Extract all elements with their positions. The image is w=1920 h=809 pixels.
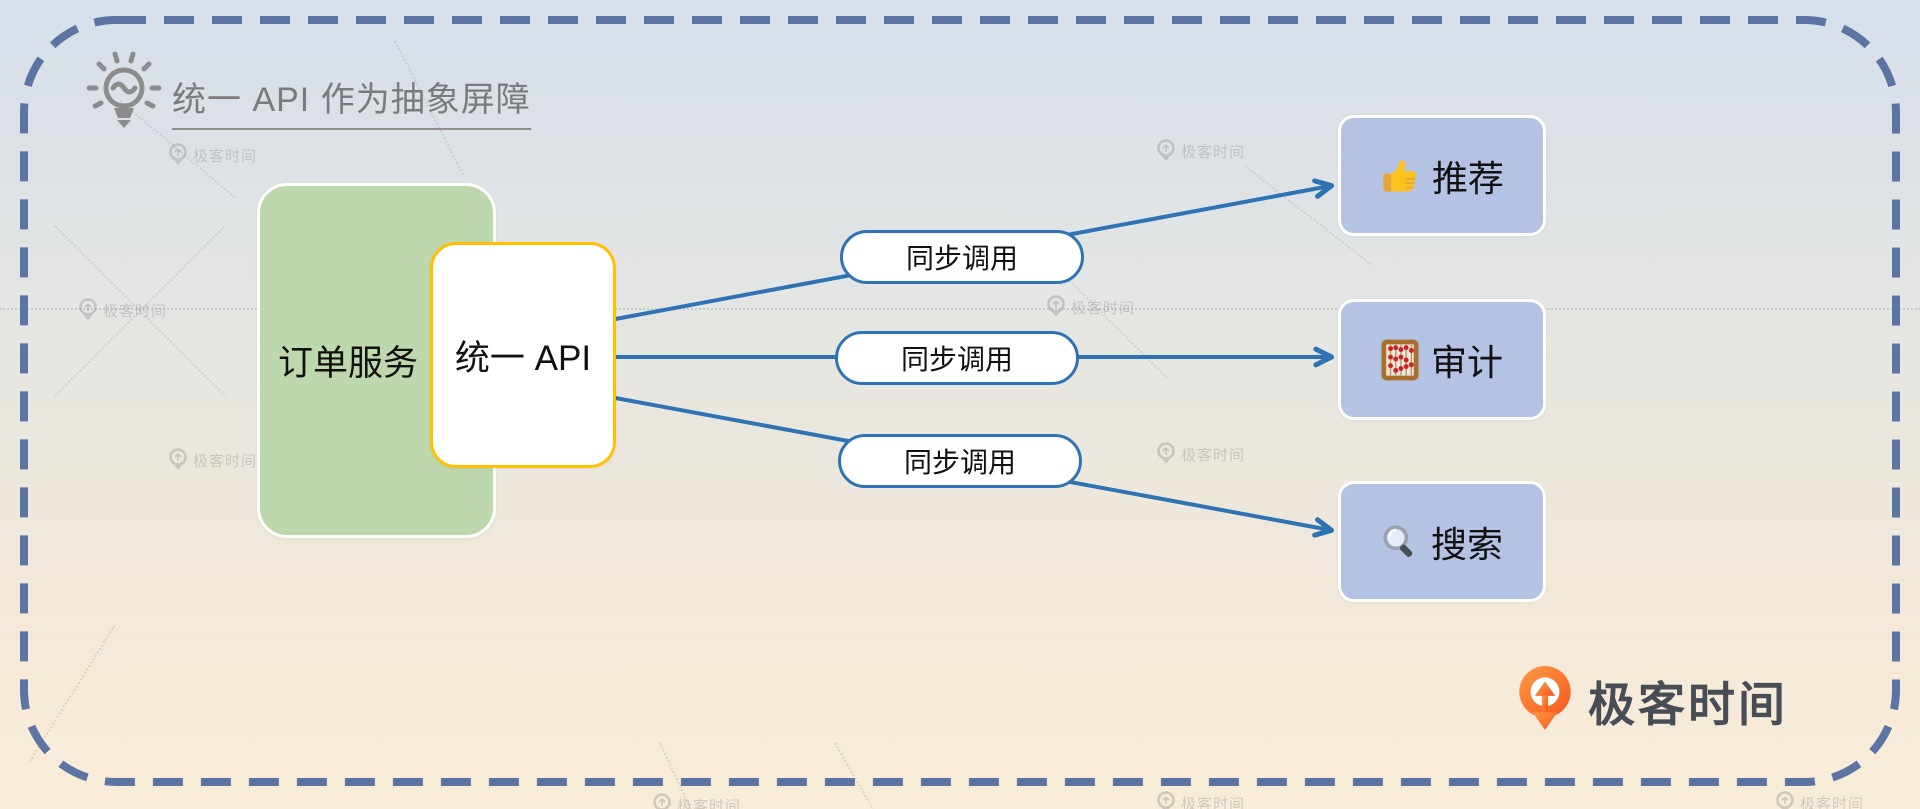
node-unified-api: 统一 API bbox=[430, 242, 616, 468]
node-order-service-label: 订单服务 bbox=[277, 344, 418, 383]
thumbs-up-icon bbox=[1383, 159, 1416, 192]
watermark: 极客时间 bbox=[652, 793, 741, 809]
node-audit-label: 审计 bbox=[1430, 341, 1503, 383]
node-recommendation: 推荐 bbox=[1338, 115, 1546, 236]
geektime-watermark-logo-icon bbox=[1776, 791, 1794, 809]
edge-label-sync-call: 同步调用 bbox=[838, 434, 1082, 488]
edge-label-text: 同步调用 bbox=[900, 344, 1013, 375]
geektime-logo-text: 极客时间 bbox=[1588, 677, 1788, 731]
edge-label-sync-call: 同步调用 bbox=[835, 331, 1079, 385]
node-search: 搜索 bbox=[1338, 481, 1546, 602]
edge-label-text: 同步调用 bbox=[905, 243, 1018, 274]
geektime-logo: 极客时间 bbox=[1516, 664, 1788, 736]
edge-label-sync-call: 同步调用 bbox=[840, 230, 1084, 284]
node-recommendation-label: 推荐 bbox=[1431, 157, 1504, 199]
watermark: 极客时间 bbox=[1156, 791, 1245, 809]
node-audit: 审计 bbox=[1338, 299, 1546, 420]
node-search-label: 搜索 bbox=[1430, 523, 1503, 565]
node-unified-api-label: 统一 API bbox=[454, 338, 592, 378]
geektime-logo-icon bbox=[1519, 666, 1571, 730]
edge-label-text: 同步调用 bbox=[903, 447, 1016, 478]
abacus-icon bbox=[1381, 339, 1419, 380]
magnifying-glass-icon bbox=[1383, 524, 1413, 557]
geektime-watermark-logo-icon bbox=[653, 793, 671, 809]
watermark: 极客时间 bbox=[1775, 791, 1864, 809]
